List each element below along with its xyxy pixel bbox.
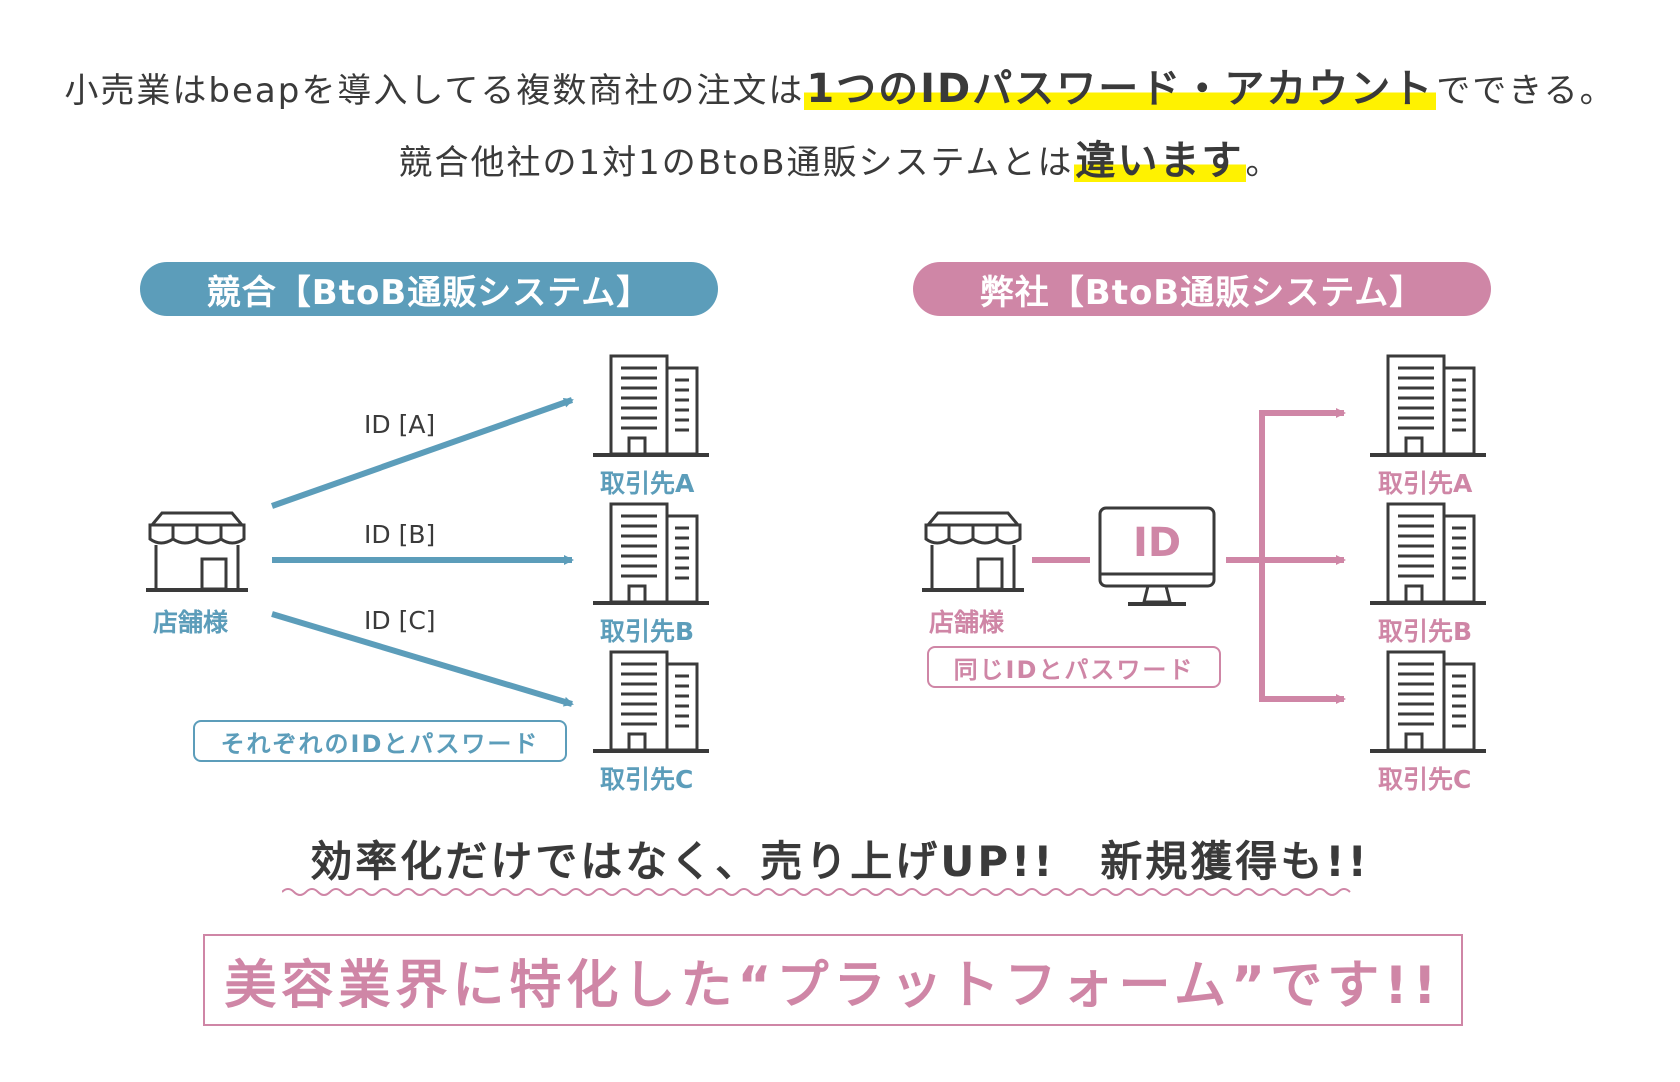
monitor-icon <box>1098 506 1216 606</box>
id-label-c: ID [C] <box>364 606 436 635</box>
headline-line-2-highlight: 違います <box>1073 138 1246 184</box>
supplier-label-left-a: 取引先A <box>600 469 695 498</box>
supplier-label-left-c: 取引先C <box>600 765 694 794</box>
platform-statement: 美容業界に特化した“プラットフォーム”です!! <box>224 955 1442 1016</box>
arrow-icon <box>271 397 574 509</box>
wavy-underline <box>282 888 1351 896</box>
arrow-icon <box>271 611 574 707</box>
supplier-label-right-a: 取引先A <box>1378 469 1473 498</box>
monitor-id-text: ID <box>1132 520 1182 566</box>
store-label-left: 店舗様 <box>153 608 229 637</box>
storefront-icon <box>920 511 1026 592</box>
separate-id-note: それぞれのIDとパスワード <box>193 720 567 762</box>
store-label-right: 店舗様 <box>929 608 1005 637</box>
id-label-a: ID [A] <box>364 410 436 439</box>
id-label-b: ID [B] <box>364 520 436 549</box>
our-system-title-pill: 弊社【BtoB通販システム】 <box>913 262 1491 316</box>
building-icon <box>591 650 711 753</box>
building-icon <box>1368 354 1488 457</box>
building-icon <box>591 354 711 457</box>
headline-line-2-pre: 競合他社の1対1のBtoB通販システムとは <box>398 143 1074 183</box>
headline-line-1: 小売業はbeapを導入してる複数商社の注文は1つのIDパスワード・アカウントでで… <box>0 56 1680 114</box>
headline-line-2-post: 。 <box>1245 143 1282 183</box>
supplier-label-right-c: 取引先C <box>1378 765 1472 794</box>
building-icon <box>1368 650 1488 753</box>
headline-line-1-highlight: 1つのIDパスワード・アカウント <box>804 66 1437 112</box>
storefront-icon <box>144 511 250 592</box>
headline-line-1-pre: 小売業はbeapを導入してる複数商社の注文は <box>64 71 805 111</box>
building-icon <box>1368 502 1488 605</box>
platform-statement-box: 美容業界に特化した“プラットフォーム”です!! <box>203 934 1463 1026</box>
headline-line-1-post: でできる。 <box>1436 71 1616 111</box>
supplier-label-left-b: 取引先B <box>600 617 695 646</box>
headline-line-2: 競合他社の1対1のBtoB通販システムとは違います。 <box>0 128 1680 186</box>
building-icon <box>591 502 711 605</box>
tagline: 効率化だけではなく、売り上げUP!! 新規獲得も!! <box>310 837 1370 886</box>
supplier-label-right-b: 取引先B <box>1378 617 1473 646</box>
same-id-note: 同じIDとパスワード <box>927 646 1221 688</box>
competitor-title-pill: 競合【BtoB通販システム】 <box>140 262 718 316</box>
